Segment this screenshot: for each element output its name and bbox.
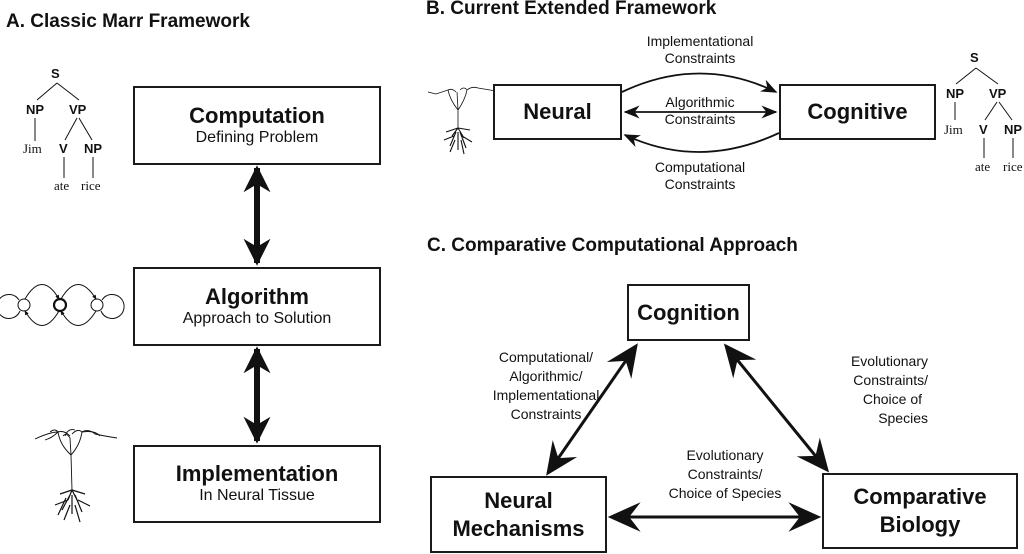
neural-mechanisms-line1: Neural [484,487,553,513]
label-line: Constraints [664,111,736,127]
tree-node-np2: NP [1004,122,1023,137]
computational-constraints-label: Computational Constraints [632,159,768,193]
tree-node-v: V [59,141,68,156]
algorithmic-constraints-label: Algorithmic Constraints [632,94,768,128]
cognitive-box: Cognitive [779,84,936,140]
label-line: Constraints [664,50,736,66]
label-line: Constraints/ [687,466,763,482]
comparative-biology-line2: Biology [879,512,961,537]
tree-node-vp: VP [989,86,1007,101]
tree-word-jim: Jim [23,141,42,156]
tree-word-ate: ate [975,159,991,174]
label-line: Choice of [862,391,922,407]
panel-b-title: B. Current Extended Framework [426,0,717,19]
label-line: Computational [654,159,746,175]
comparative-biology-line1: Comparative [853,484,987,509]
tree-node-s: S [970,50,979,65]
label-line: Constraints/ [853,372,928,388]
implementation-subtitle: In Neural Tissue [199,487,315,504]
label-line: Constraints [510,406,582,422]
neuron-icon [427,86,497,155]
tree-node-np: NP [946,86,965,101]
algorithm-subtitle: Approach to Solution [182,309,332,327]
algorithm-box: Algorithm Approach to Solution [133,267,381,346]
neural-mechanisms-line2: Mechanisms [452,515,585,541]
neural-box: Neural [493,84,622,140]
label-line: Implementational [646,33,754,49]
arrow-neural-cognition [546,343,638,476]
implementational-constraints-label: Implementational Constraints [632,33,768,67]
neural-label: Neural [523,99,592,124]
tree-word-ate: ate [54,178,70,193]
label-line: Choice of Species [668,485,782,501]
tree-word-rice: rice [1003,159,1023,174]
tree-word-rice: rice [81,178,101,193]
label-line: Implementational [492,387,600,403]
label-line: Algorithmic [665,94,735,110]
cognitive-label: Cognitive [807,99,908,124]
arrow-cognition-comparative [723,343,830,473]
label-line: Evolutionary [850,353,928,369]
cognition-box: Cognition [627,284,750,341]
computation-subtitle: Defining Problem [195,128,319,146]
label-line: Evolutionary [686,447,764,463]
tree-node-s: S [51,66,60,81]
label-line: Species [878,410,928,426]
algorithm-title: Algorithm [205,283,309,309]
cognition-label: Cognition [637,299,740,325]
comparative-biology-box: Comparative Biology [822,473,1018,549]
tree-node-np: NP [26,102,45,117]
tree-node-v: V [979,122,988,137]
evolutionary-constraints-bottom-label: Evolutionary Constraints/ Choice of Spec… [655,446,795,503]
computational-algorithmic-implementational-label: Computational/ Algorithmic/ Implementati… [476,348,616,424]
syntax-tree-icon [954,67,1014,158]
arrow-computational-constraints [623,132,780,153]
tree-node-vp: VP [69,102,87,117]
implementation-title: Implementation [175,461,339,486]
tree-node-np2: NP [84,141,103,156]
neuron-icon [34,429,118,523]
neural-mechanisms-box: Neural Mechanisms [430,476,607,553]
label-line: Computational/ [498,349,594,365]
label-line: Constraints [664,176,736,192]
panel-a-title: A. Classic Marr Framework [6,11,250,32]
implementation-box: Implementation In Neural Tissue [133,445,381,523]
computation-box: Computation Defining Problem [133,86,381,165]
computation-title: Computation [189,102,325,128]
syntax-tree-icon [34,82,94,178]
tree-word-jim: Jim [944,122,963,137]
label-line: Algorithmic/ [509,368,583,384]
state-network-icon [0,284,125,326]
panel-c-title: C. Comparative Computational Approach [427,235,798,256]
arrow-implementational-constraints [621,72,778,93]
evolutionary-constraints-right-label: Evolutionary Constraints/ Choice of Spec… [808,352,928,428]
